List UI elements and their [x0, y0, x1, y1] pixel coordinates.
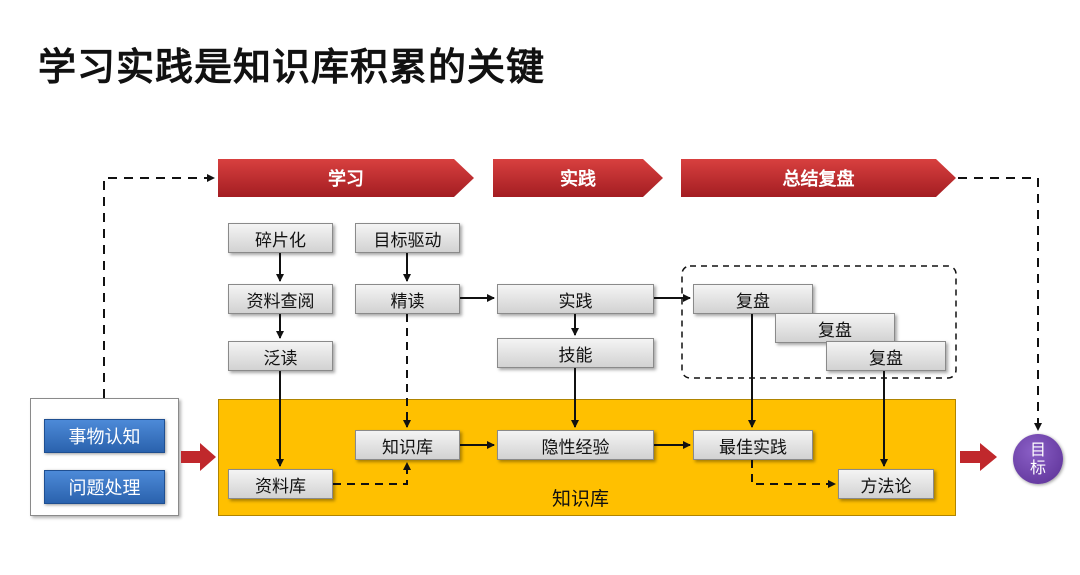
goal-label-1: 目 [1029, 440, 1046, 459]
page-title: 学习实践是知识库积累的关键 [38, 45, 546, 89]
node-skim: 泛读 [228, 341, 333, 371]
stage-learn: 学习 [218, 159, 474, 197]
stage-practice-shape [493, 159, 663, 197]
node-practice: 实践 [497, 284, 654, 314]
node-goal-driven: 目标驱动 [355, 223, 460, 253]
node-methodology: 方法论 [838, 469, 934, 499]
stage-learn-label: 学习 [328, 169, 364, 190]
stage-practice-label: 实践 [560, 169, 596, 190]
problem-handling-button: 问题处理 [44, 470, 165, 504]
flow-arrow-out [960, 443, 997, 471]
node-lookup: 资料查阅 [228, 284, 333, 314]
node-review-3: 复盘 [826, 341, 946, 371]
stage-review-label: 总结复盘 [782, 169, 855, 190]
things-cognition-button: 事物认知 [44, 419, 165, 453]
node-review-1: 复盘 [693, 284, 813, 314]
node-knowledge-lib: 知识库 [355, 430, 460, 460]
node-review-2: 复盘 [775, 313, 895, 343]
dashed-loop-right [958, 177, 1042, 431]
node-fragment: 碎片化 [228, 223, 333, 253]
stage-review: 总结复盘 [681, 159, 956, 197]
stage-learn-shape [218, 159, 474, 197]
node-material-lib: 资料库 [228, 469, 333, 499]
node-best-practice: 最佳实践 [693, 430, 813, 460]
stage-practice: 实践 [493, 159, 663, 197]
knowledge-base-area-label: 知识库 [552, 488, 610, 510]
goal-circle: 目 标 [1013, 434, 1063, 484]
goal-label-2: 标 [1029, 458, 1046, 477]
dashed-loop-left [103, 174, 215, 398]
stage-review-shape [681, 159, 956, 197]
node-skill: 技能 [497, 338, 654, 368]
flow-arrow-in [181, 443, 216, 471]
node-tacit: 隐性经验 [497, 430, 654, 460]
node-intensive: 精读 [355, 284, 460, 314]
